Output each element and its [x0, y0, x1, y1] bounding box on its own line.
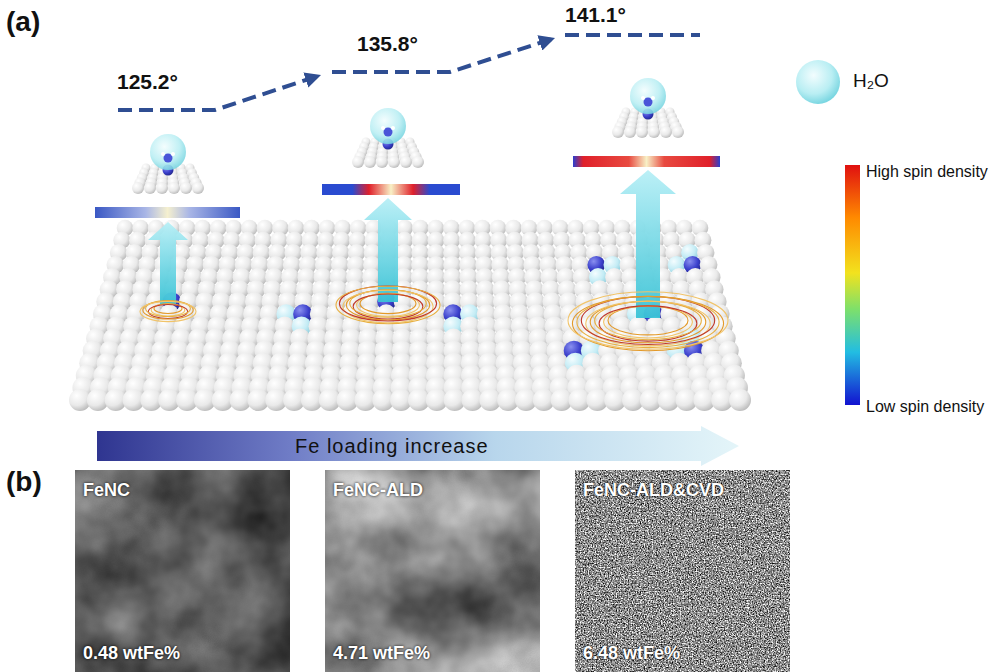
water-adsorption — [132, 78, 684, 194]
spin-ring — [595, 301, 702, 339]
sample-name: FeNC-ALD&CVD — [583, 480, 782, 501]
spin-ring — [353, 294, 423, 319]
c-atom — [132, 182, 144, 194]
panel-label: (a) — [6, 6, 40, 37]
fe-loading: 6.48 wtFe% — [583, 643, 782, 664]
spin-ring — [581, 297, 714, 345]
c-atom — [412, 156, 424, 168]
fe-loading: 0.48 wtFe% — [83, 643, 282, 664]
adsorption-model — [612, 78, 684, 138]
sample-name: FeNC-ALD — [333, 480, 532, 501]
label-box: 135.8° — [357, 32, 418, 56]
c-atom — [648, 126, 660, 138]
c-atom — [400, 156, 412, 168]
angle-value: 135.8° — [357, 32, 418, 55]
spin-ring — [568, 292, 728, 350]
c-atom — [364, 156, 376, 168]
legend-swatches — [796, 60, 840, 104]
c-atom — [624, 126, 636, 138]
spin-ring — [577, 296, 719, 347]
spin-bar — [95, 207, 240, 218]
angle-value: 141.1° — [565, 3, 626, 26]
c-atom — [180, 182, 192, 194]
h-atom — [171, 152, 175, 156]
h-atom — [651, 96, 655, 100]
c-atom — [144, 182, 156, 194]
water-sphere — [370, 108, 406, 144]
up-arrow — [148, 222, 188, 305]
c-atom — [192, 182, 204, 194]
o-atom — [164, 154, 173, 163]
label-box: 141.1° — [565, 3, 626, 27]
stem-image: FeNC 0.48 wtFe% — [75, 470, 290, 672]
spin-bar — [573, 156, 720, 167]
spin-ring — [599, 306, 697, 341]
water-sphere — [630, 78, 666, 114]
adsorption-model — [352, 108, 424, 168]
spin-ring — [140, 301, 196, 321]
spin-bar — [322, 184, 460, 195]
spin-arrows — [148, 170, 676, 318]
c-atom — [660, 126, 672, 138]
c-atom — [352, 156, 364, 168]
sample-name: FeNC — [83, 480, 282, 501]
o-atom — [384, 128, 393, 137]
label-box: 125.2° — [117, 70, 178, 94]
panel-label: (b) — [6, 466, 42, 497]
legend-swatch — [796, 60, 840, 104]
stem-image: FeNC-ALD&CVD 6.48 wtFe% — [575, 470, 790, 672]
image-texture — [575, 470, 790, 672]
o-atom — [644, 98, 653, 107]
legend-item: H₂O — [853, 70, 889, 92]
c-atom — [612, 126, 624, 138]
spin-ring — [608, 306, 688, 335]
micrograph — [575, 470, 790, 672]
colorbar-label: High spin density — [866, 163, 988, 180]
c-atom — [156, 182, 168, 194]
arrow-band — [97, 426, 739, 466]
image-texture — [325, 470, 540, 672]
spin-ring — [343, 290, 433, 323]
h-atom — [391, 126, 395, 130]
h-atom — [641, 96, 645, 100]
fe-loading: 4.71 wtFe% — [333, 643, 532, 664]
spin-ring — [336, 286, 440, 323]
c-atom — [672, 126, 684, 138]
c-atom — [388, 156, 400, 168]
angle-value: 125.2° — [117, 70, 178, 93]
color-bar — [845, 165, 860, 405]
spin-ring — [604, 306, 693, 338]
label-box: Low spin density — [866, 398, 984, 416]
dashed-step — [565, 33, 700, 37]
micrograph — [75, 470, 290, 672]
arrow-label: Fe loading increase — [295, 435, 489, 458]
spin-rings — [140, 286, 728, 351]
image-texture — [75, 470, 290, 672]
c-atom — [376, 156, 388, 168]
label-box: (a) — [6, 6, 40, 38]
label-box: (b) — [6, 466, 42, 498]
h-atom — [381, 126, 385, 130]
adsorption-model — [132, 134, 204, 194]
c-atom — [168, 182, 180, 194]
micrograph — [325, 470, 540, 672]
water-sphere — [150, 134, 186, 170]
spin-ring — [590, 301, 706, 343]
label-box: High spin density — [866, 163, 988, 181]
c-atom — [729, 389, 751, 411]
h-atom — [161, 152, 165, 156]
gradient-arrow: Fe loading increase — [97, 426, 739, 466]
legend-text: H₂O — [853, 70, 889, 91]
c-atom — [636, 126, 648, 138]
stem-image: FeNC-ALD 4.71 wtFe% — [325, 470, 540, 672]
colorbar-label: Low spin density — [866, 398, 984, 415]
